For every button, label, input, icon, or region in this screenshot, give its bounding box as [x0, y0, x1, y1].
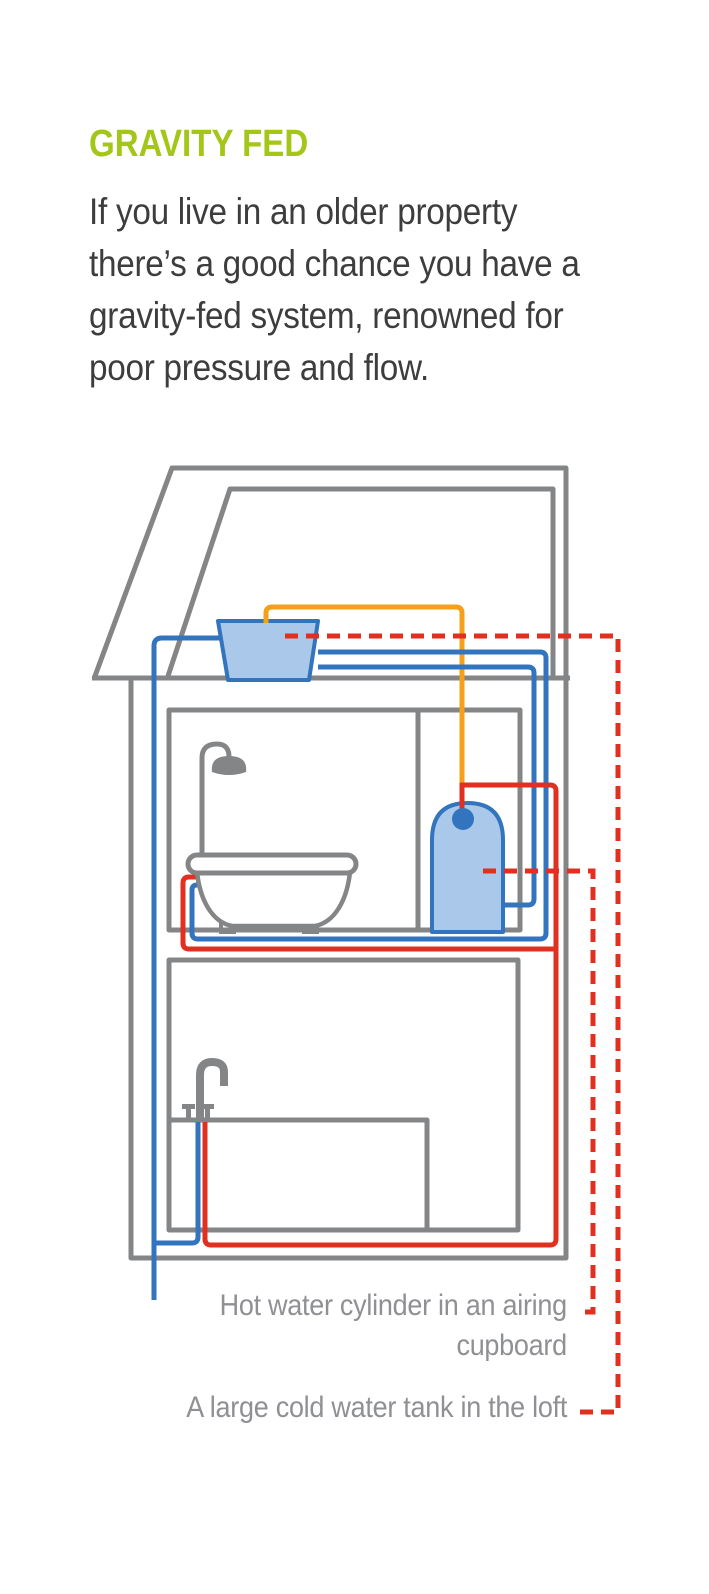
- label-line: Hot water cylinder in an airing: [219, 1289, 568, 1322]
- bathroom-room: [166, 707, 523, 933]
- hot-water-bath-pipe: [180, 874, 556, 952]
- hot-water-cylinder-body: [430, 801, 505, 934]
- cold-sink-branch-pipe: [154, 1122, 201, 1246]
- tap-handle: [182, 1104, 195, 1120]
- pipes: [151, 604, 559, 1300]
- roof-inner-line: [165, 486, 556, 677]
- cylinder-boss-icon: [452, 808, 474, 830]
- label-line: cupboard: [456, 1329, 568, 1362]
- hot-water-cylinder-callout-line: [483, 868, 596, 1315]
- label-hot-water-cylinder: Hot water cylinder in an airing cupboard: [219, 1286, 568, 1366]
- intro-line: If you live in an older property: [89, 191, 518, 232]
- intro-line: poor pressure and flow.: [89, 347, 429, 388]
- intro-line: gravity-fed system, renowned for: [89, 295, 564, 336]
- bathtub-rim: [185, 852, 359, 876]
- page-title: GRAVITY FED: [89, 123, 309, 165]
- cold-water-tank-callout-line: [285, 633, 621, 1415]
- tap-icon: [182, 1057, 228, 1120]
- label-line: A large cold water tank in the loft: [186, 1391, 567, 1424]
- fixtures: [182, 741, 359, 1120]
- callout-lines: [285, 633, 621, 1415]
- cold-water-tank-body: [216, 619, 320, 682]
- cold-water-tank: [216, 619, 320, 682]
- tap-handle: [201, 1104, 214, 1120]
- shower-icon: [199, 741, 247, 860]
- hot-water-sink-pipe: [202, 782, 559, 1248]
- vent-pipe: [263, 604, 465, 785]
- bathtub-icon: [185, 852, 359, 934]
- intro-line: there’s a good chance you have a: [89, 243, 580, 284]
- sink-counter: [169, 1117, 430, 1230]
- cold-mains-riser-pipe: [151, 635, 220, 1300]
- hot-water-cylinder: [430, 801, 505, 934]
- cold-bath-pipe: [189, 649, 549, 942]
- ground-floor-room: [166, 957, 521, 1233]
- intro-paragraph: If you live in an older property there’s…: [89, 186, 580, 394]
- house-walls: [92, 465, 569, 1261]
- label-cold-water-tank: A large cold water tank in the loft: [186, 1388, 567, 1428]
- bathtub-body: [194, 869, 353, 929]
- house-outline: [92, 465, 570, 1261]
